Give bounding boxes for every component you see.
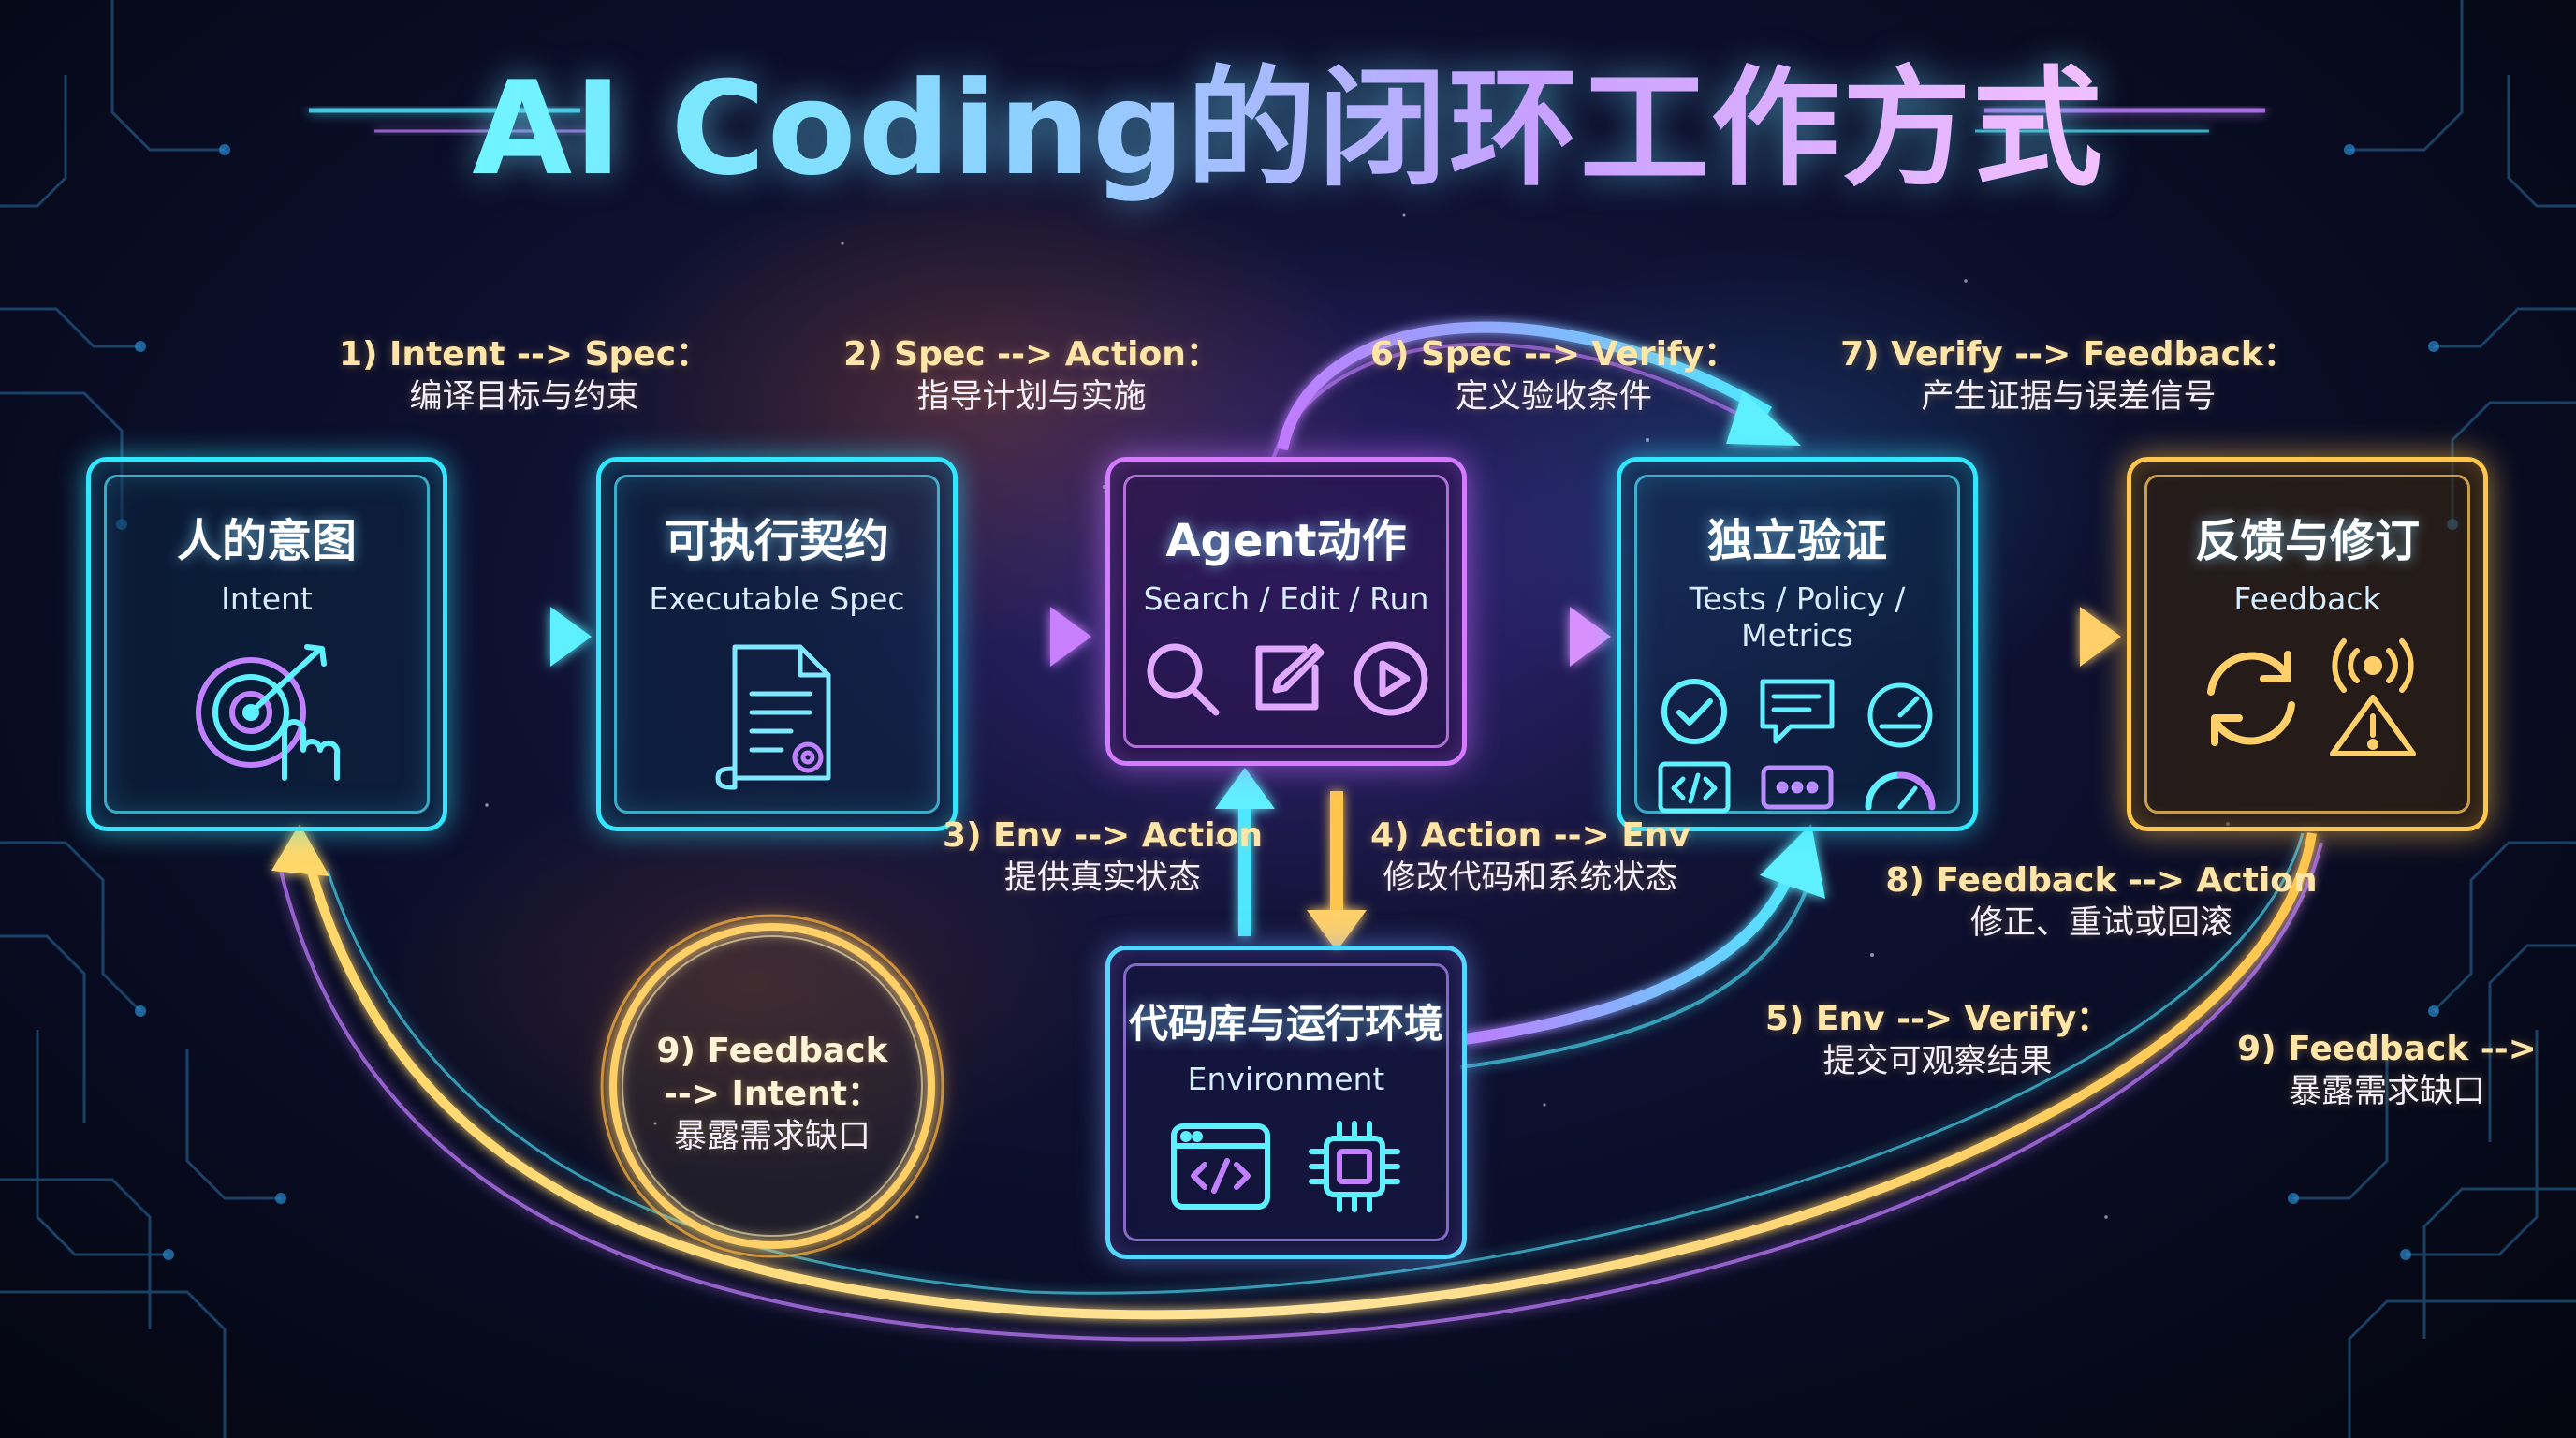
meter-icon	[1861, 760, 1939, 814]
edge-label-8: 8) Feedback --> Action修正、重试或回滚	[1885, 859, 2317, 945]
play-icon	[1351, 638, 1431, 719]
node-feedback-title: 反馈与修订	[2195, 504, 2420, 569]
chip-icon	[1306, 1118, 1403, 1215]
edge-label-4: 4) Action --> Env修改代码和系统状态	[1370, 814, 1690, 900]
cycle-icon	[2190, 638, 2312, 759]
node-intent-subtitle: Intent	[221, 580, 313, 617]
message-icon	[1757, 674, 1837, 749]
dots-icon	[1760, 760, 1835, 814]
edge-label-6: 6) Spec --> Verify：定义验收条件	[1370, 333, 1737, 418]
gauge-icon	[1861, 674, 1939, 749]
target-hand-icon	[187, 638, 346, 797]
edge-label-5: 5) Env --> Verify：提交可观察结果	[1765, 998, 2110, 1083]
edge-label-9-ring: 9) Feedback--> Intent：暴露需求缺口	[656, 1030, 887, 1158]
edge-label-2: 2) Spec --> Action：指导计划与实施	[843, 333, 1220, 418]
node-env-title: 代码库与运行环境	[1129, 992, 1443, 1049]
edge-label-9-right: 9) Feedback -->暴露需求缺口	[2237, 1028, 2537, 1113]
node-feedback: 反馈与修订 Feedback	[2127, 457, 2488, 831]
node-verify: 独立验证 Tests / Policy / Metrics	[1617, 457, 1978, 831]
node-verify-title: 独立验证	[1707, 504, 1887, 569]
node-spec-title: 可执行契约	[665, 504, 889, 569]
document-icon	[707, 638, 847, 797]
node-agent-subtitle: Search / Edit / Run	[1144, 580, 1429, 617]
node-intent-title: 人的意图	[177, 504, 357, 569]
edit-icon	[1248, 639, 1326, 718]
alert-signal-icon	[2321, 638, 2424, 759]
node-agent-title: Agent动作	[1165, 504, 1406, 569]
code-icon	[1657, 760, 1732, 814]
node-env: 代码库与运行环境 Environment	[1105, 946, 1467, 1259]
node-feedback-subtitle: Feedback	[2233, 580, 2380, 617]
node-spec-subtitle: Executable Spec	[649, 580, 904, 617]
page-title: AI Coding的闭环工作方式	[0, 58, 2576, 200]
edge-label-7: 7) Verify --> Feedback：产生证据与误差信号	[1840, 333, 2297, 418]
node-spec: 可执行契约 Executable Spec	[596, 457, 958, 831]
check-circle-icon	[1657, 674, 1732, 749]
node-env-subtitle: Environment	[1188, 1061, 1385, 1097]
node-intent: 人的意图 Intent	[86, 457, 447, 831]
edge-label-1: 1) Intent --> Spec：编译目标与约束	[339, 333, 710, 418]
search-icon	[1141, 638, 1223, 720]
edge-label-3: 3) Env --> Action提供真实状态	[943, 814, 1263, 900]
node-verify-subtitle: Tests / Policy / Metrics	[1637, 580, 1957, 653]
node-agent: Agent动作 Search / Edit / Run	[1105, 457, 1467, 766]
code-window-icon	[1169, 1122, 1272, 1211]
